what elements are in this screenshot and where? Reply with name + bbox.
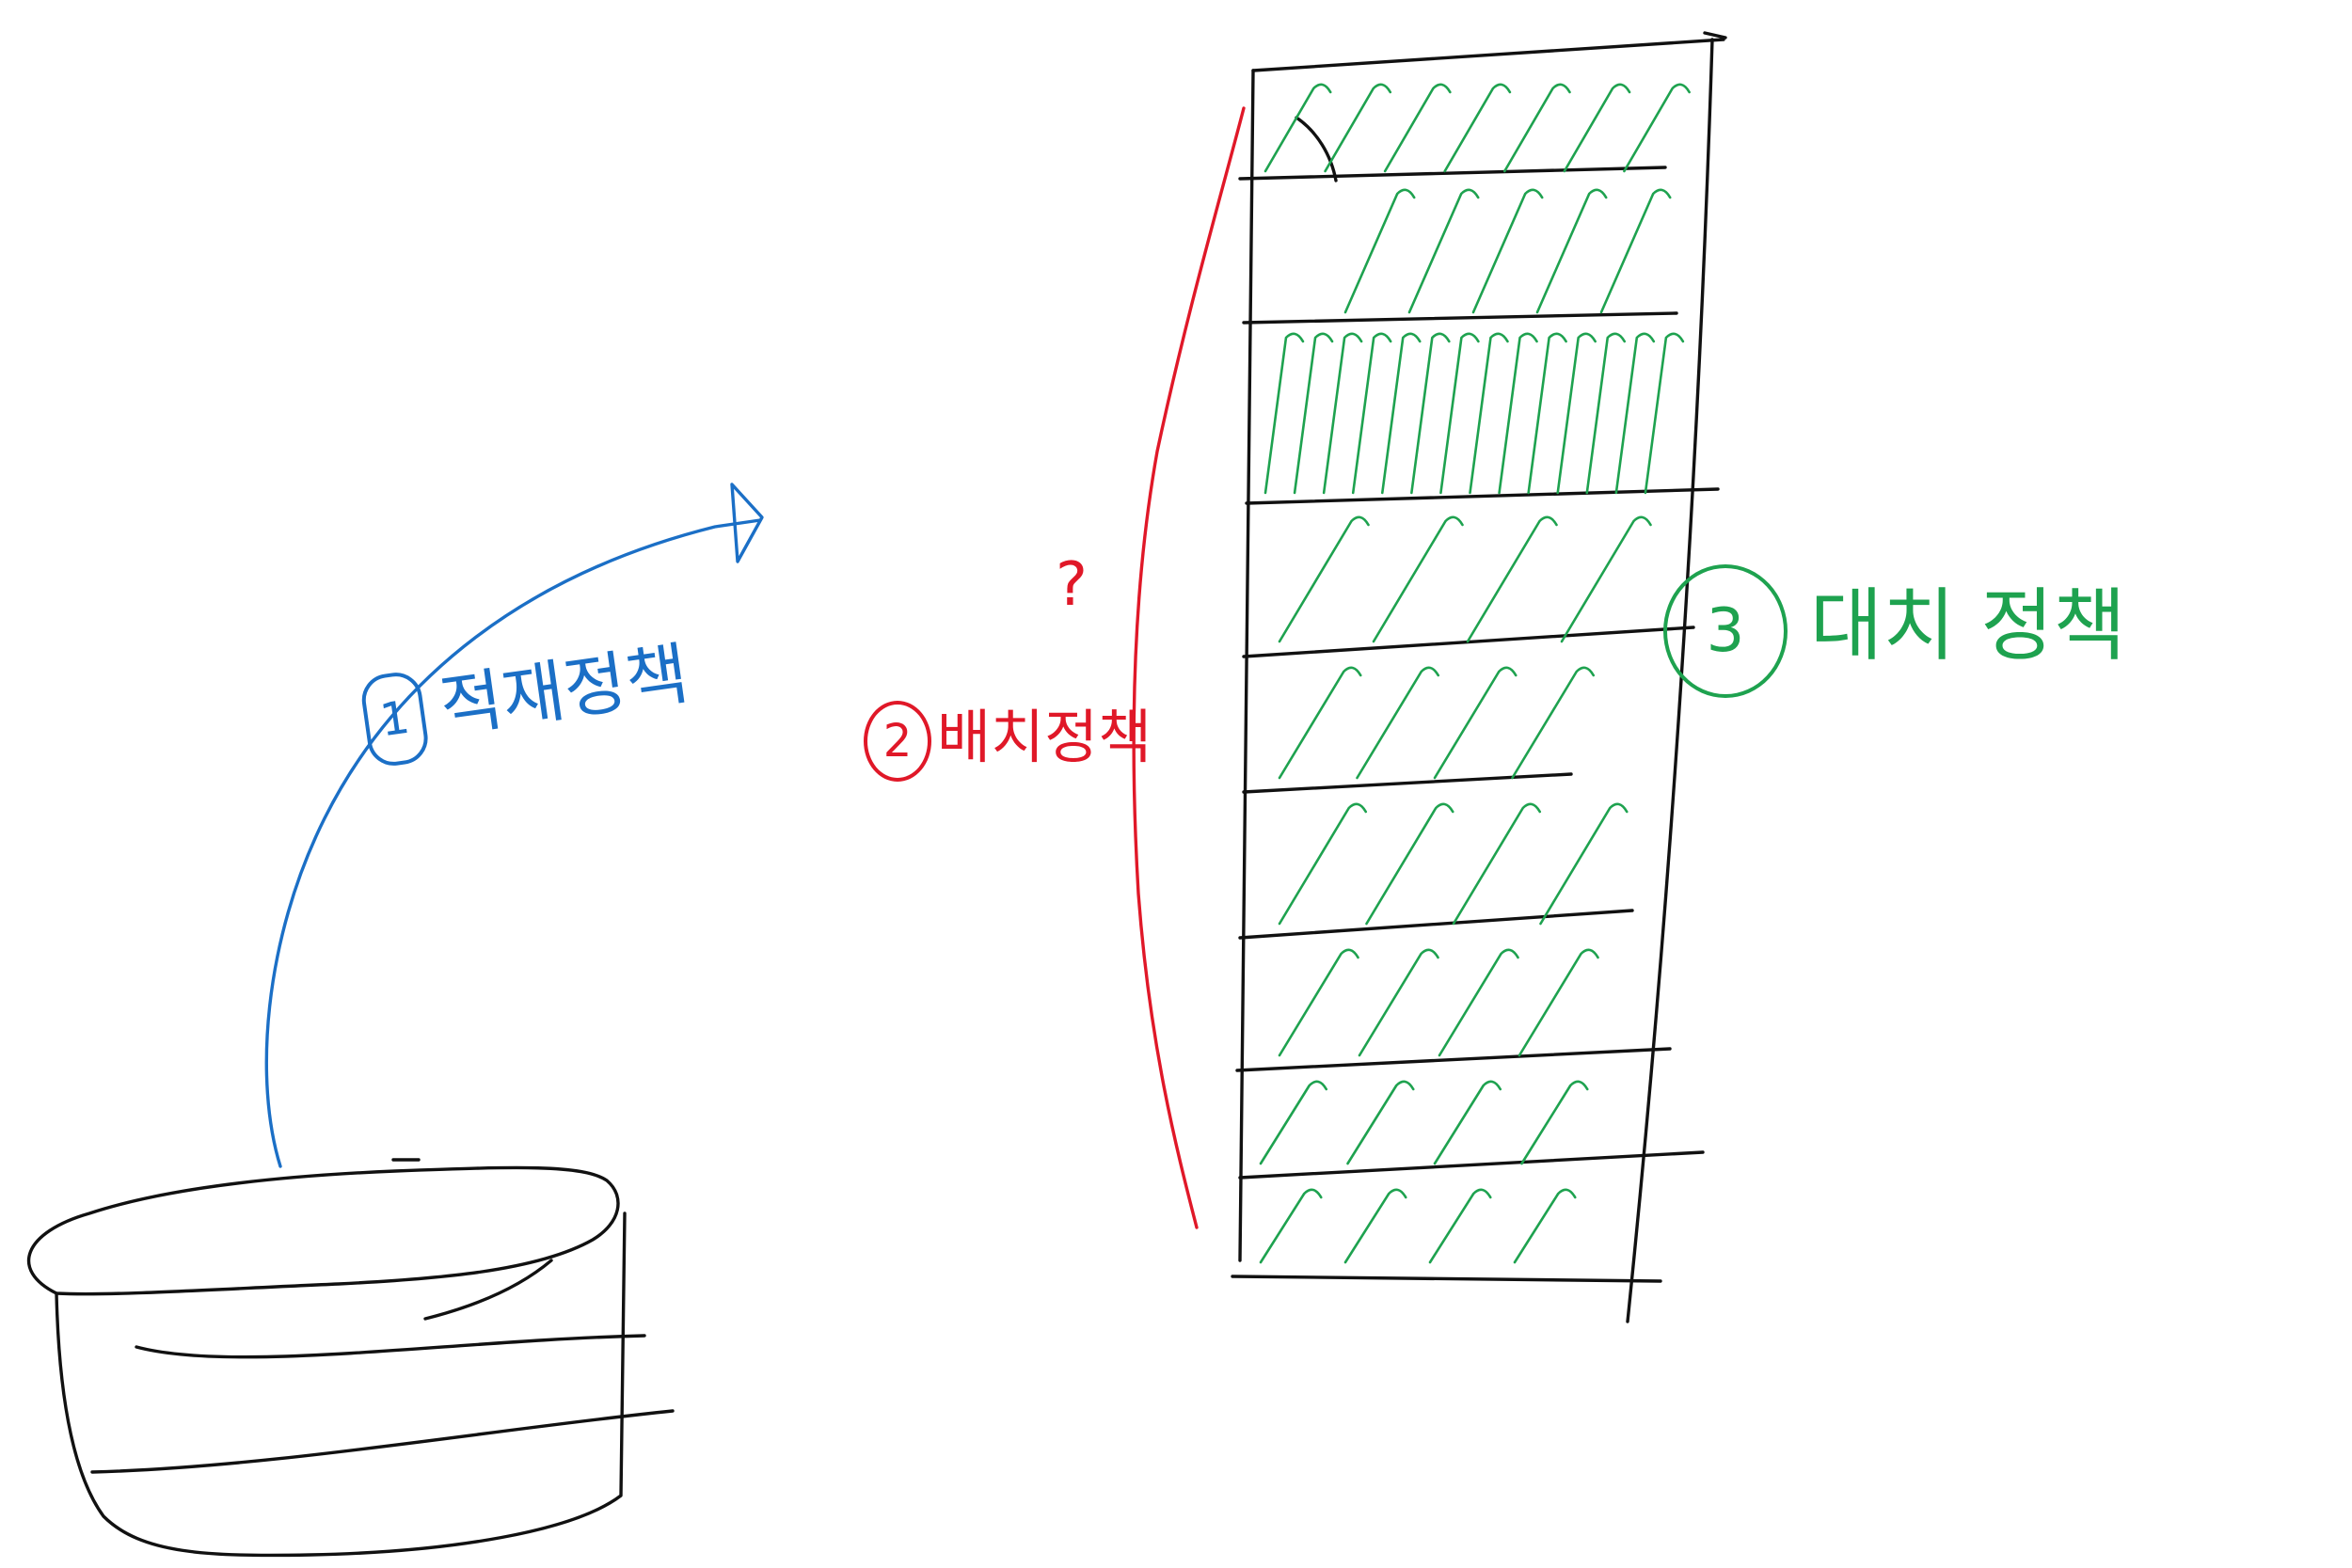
stacking-arrow: [264, 483, 764, 1168]
hatch-stroke: [1502, 83, 1571, 173]
slot-divider: [1238, 166, 1667, 181]
hatch-stroke: [1324, 83, 1392, 173]
hatch-stroke: [1322, 332, 1363, 495]
hatch-stroke: [1259, 1188, 1323, 1264]
hatch-stroke: [1343, 1188, 1407, 1264]
hatch-stroke: [1535, 188, 1608, 314]
storage-column: [1231, 31, 1727, 1323]
hatch-stroke: [1466, 515, 1558, 643]
hatch-stroke: [1410, 332, 1451, 495]
hatch-stroke: [1623, 83, 1691, 173]
slot-divider: [1238, 909, 1634, 940]
hatch-stroke: [1263, 332, 1305, 495]
hatch-stroke: [1358, 948, 1439, 1057]
hatch-stroke: [1599, 188, 1672, 314]
container-tub: [27, 1158, 675, 1558]
hatch-stroke: [1278, 666, 1362, 780]
hatch-stroke: [1644, 332, 1685, 495]
hatch-stroke: [1471, 188, 1544, 314]
arrow-curve: [264, 518, 762, 1168]
placement-bracket: [1132, 106, 1246, 1229]
hatch-stroke: [1278, 802, 1368, 926]
column-top-mark: [1703, 31, 1727, 40]
hatch-stroke: [1433, 666, 1518, 780]
hatch-stroke: [1428, 1188, 1492, 1264]
step-3-badge: 3: [1663, 564, 1788, 698]
hatch-stroke: [1520, 1080, 1589, 1165]
hatch-stroke: [1560, 515, 1652, 643]
hatch-stroke: [1343, 188, 1416, 314]
hatch-stroke: [1498, 332, 1538, 495]
arrow-head: [730, 483, 764, 563]
hatch-stroke: [1407, 188, 1480, 314]
tub-line-1: [135, 1334, 646, 1359]
placement-question-mark: ?: [1056, 550, 1088, 620]
tub-rim-inner: [423, 1259, 553, 1321]
hatch-stroke: [1346, 1080, 1415, 1165]
slot-mark: [1295, 116, 1338, 182]
hatch-stroke: [1293, 332, 1334, 495]
hatch-stroke: [1452, 802, 1542, 926]
hatch-stroke: [1259, 1080, 1328, 1165]
hatch-stroke: [1511, 666, 1596, 780]
hatch-stroke: [1563, 83, 1631, 173]
hatch-stroke: [1433, 1080, 1502, 1165]
hatch-stroke: [1372, 515, 1464, 643]
hatch-stroke: [1443, 83, 1512, 173]
placement-policy-text: 배치정책: [937, 703, 1152, 772]
column-top: [1251, 38, 1725, 72]
replacement-policy-text: 대치 정책: [1810, 578, 2126, 672]
slot-divider: [1235, 1047, 1672, 1072]
slot-divider: [1245, 487, 1720, 505]
hatch-stroke: [1556, 332, 1597, 495]
hatch-stroke: [1278, 515, 1370, 643]
hatch-stroke: [1585, 332, 1627, 495]
hatch-stroke: [1380, 332, 1422, 495]
hatch-stroke: [1614, 332, 1656, 495]
tub-body: [55, 1212, 627, 1558]
hatch-stroke: [1518, 948, 1599, 1057]
hatch-stroke: [1513, 1188, 1577, 1264]
slot-divider: [1242, 311, 1678, 325]
hatch-stroke: [1539, 802, 1629, 926]
slot-divider: [1238, 1150, 1705, 1180]
hatch-stroke: [1365, 802, 1454, 926]
hatch-stroke: [1356, 666, 1440, 780]
hatch-stroke: [1527, 332, 1567, 495]
hatch-stroke: [1383, 83, 1452, 173]
hatch-stroke: [1263, 83, 1332, 173]
column-left-edge: [1238, 69, 1255, 1262]
slot-hatching: [1259, 83, 1691, 1264]
hatch-stroke: [1278, 948, 1359, 1057]
step-2-badge: 2: [864, 701, 931, 782]
hatch-stroke: [1469, 332, 1509, 495]
hatch-stroke: [1351, 332, 1392, 495]
slot-divider: [1242, 772, 1573, 794]
tub-rim: [27, 1165, 620, 1296]
step-1-badge: 1: [358, 669, 432, 769]
tub-line-2: [90, 1409, 675, 1474]
hatch-stroke: [1438, 948, 1519, 1057]
column-bottom: [1231, 1275, 1662, 1283]
hatch-stroke: [1439, 332, 1480, 495]
